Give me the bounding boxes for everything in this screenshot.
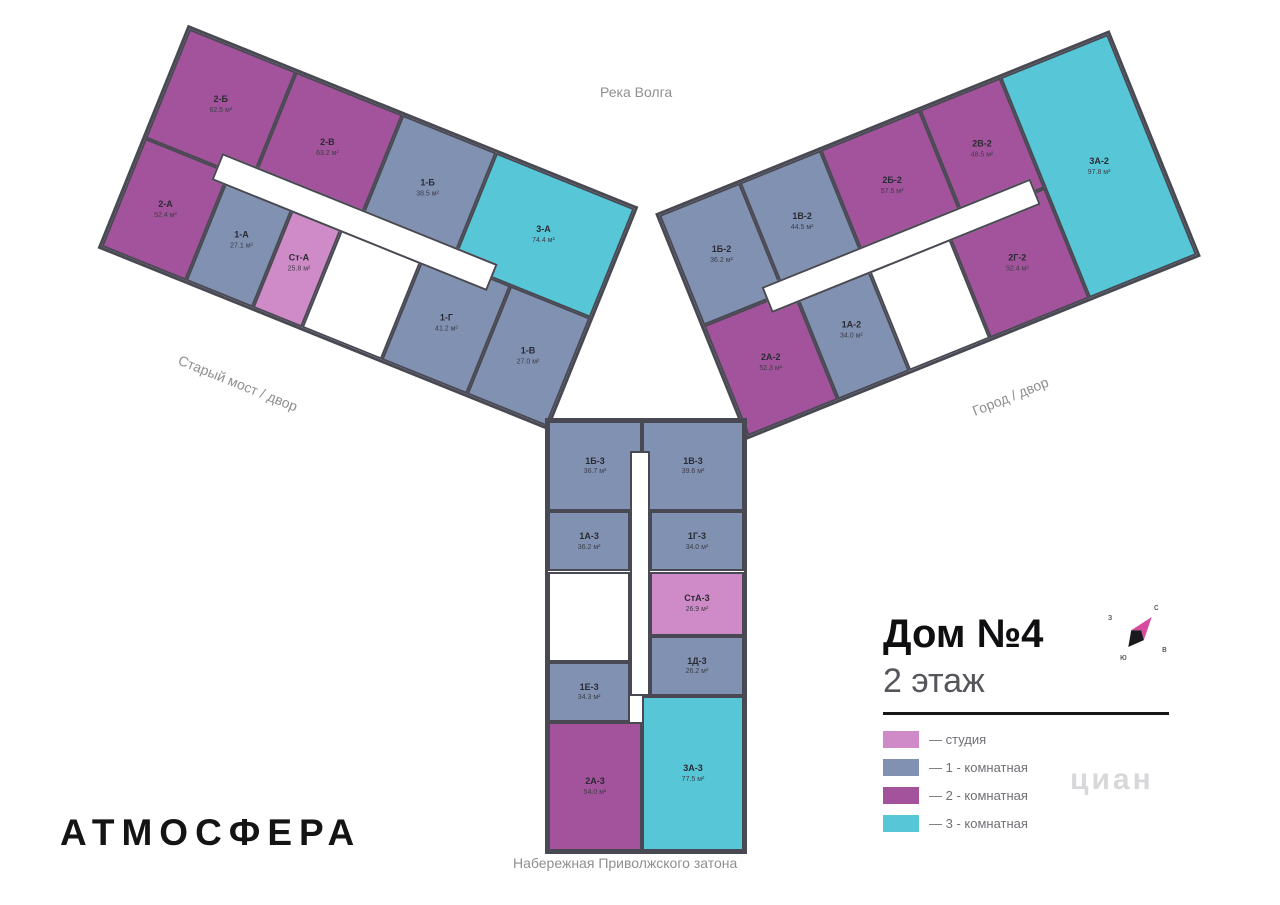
apartment-1А-3[interactable]: 1А-3 36.2 м² (548, 511, 631, 572)
apartment-id: 1А-2 (841, 319, 862, 330)
apartment-id: 1Д-3 (687, 655, 707, 666)
apartment-id: 2-Б (213, 94, 229, 105)
apartment-id: 1-В (521, 345, 536, 356)
apartment-id: 2Б-2 (882, 174, 902, 185)
apartment-id: 1-Б (420, 177, 436, 188)
building-bottom-wing: 1Б-3 36.7 м² 1В-3 39.6 м² 1А-3 36.2 м² 1Г-3 34.… (545, 418, 747, 854)
compass: с в ю з (1108, 600, 1172, 664)
label-embankment: Набережная Приволжского затона (513, 855, 738, 871)
apartment-id: 2А-2 (761, 352, 781, 363)
legend-item-k3: — 3 - комнатная (883, 815, 1028, 832)
apartment-area: 44.5 м² (791, 223, 814, 231)
legend-label: — 1 - комнатная (929, 760, 1028, 775)
apartment-area: 26.2 м² (685, 668, 709, 676)
apartment-area: 25.8 м² (287, 265, 311, 273)
apartment-id: 1-А (234, 229, 249, 240)
apartment-1Б-3[interactable]: 1Б-3 36.7 м² (548, 421, 643, 512)
apartment-area: 52.4 м² (1006, 265, 1029, 273)
apartment-area: 36.7 м² (583, 468, 607, 476)
legend-swatch-studio (883, 731, 919, 748)
apartment-1В-3[interactable]: 1В-3 39.6 м² (642, 421, 744, 512)
apartment-area: 62.5 м² (209, 106, 233, 114)
apartment-1Е-3[interactable]: 1Е-3 34.3 м² (548, 661, 631, 722)
legend-label: — студия (929, 732, 987, 747)
apartment-area: 97.8 м² (1087, 168, 1110, 176)
apartment-area: 36.2 м² (577, 543, 601, 551)
apartment-id: 1Г-3 (687, 531, 706, 541)
apartment-id: 1А-3 (579, 531, 599, 541)
apartment-id: СтА-3 (684, 593, 710, 604)
apartment-area: 34.0 м² (840, 332, 863, 340)
apartment-area: 27.1 м² (230, 242, 253, 250)
apartment-id: 3-А (536, 224, 551, 235)
legend-label: — 2 - комнатная (929, 788, 1028, 803)
apartment-area: 36.2 м² (710, 256, 734, 264)
apartment-id: 3А-3 (683, 763, 703, 774)
core (548, 571, 631, 662)
apartment-area: 63.2 м² (316, 150, 340, 158)
apartment-area: 38.5 м² (416, 190, 440, 198)
label-city: Город / двор (970, 373, 1051, 419)
apartment-area: 34.0 м² (685, 543, 709, 551)
apartment-area: 52.3 м² (759, 364, 783, 372)
apartment-id: 2А-3 (585, 776, 605, 787)
apartment-area: 52.4 м² (154, 211, 178, 219)
legend-swatch-k1 (883, 759, 919, 776)
divider (883, 712, 1169, 715)
developer-logo: АТМОСФЕРА (60, 812, 362, 853)
apartment-area: 54.0 м² (583, 788, 607, 796)
compass-west-label: з (1108, 612, 1113, 622)
apartment-id: 1В-2 (792, 211, 813, 222)
corridor (630, 451, 650, 697)
apartment-id: 2-А (158, 198, 173, 209)
label-old-bridge: Старый мост / двор (176, 352, 300, 415)
legend-label: — 3 - комнатная (929, 816, 1028, 831)
compass-north-label: с (1154, 602, 1159, 612)
apartment-area: 48.5 м² (970, 151, 994, 159)
legend-swatch-k2 (883, 787, 919, 804)
apartment-id: 2В-2 (972, 138, 992, 149)
apartment-id: 1-Г (439, 312, 453, 323)
apartment-area: 34.3 м² (577, 694, 601, 702)
legend-item-k2: — 2 - комнатная (883, 787, 1028, 804)
apartment-СтА-3[interactable]: СтА-3 26.9 м² (649, 571, 744, 636)
apartment-id: Ст-А (289, 252, 310, 263)
apartment-id: 3А-2 (1088, 155, 1109, 166)
apartment-id: 1Е-3 (579, 681, 599, 692)
legend-item-studio: — студия (883, 731, 1028, 748)
apartment-area: 41.2 м² (434, 324, 458, 332)
apartment-id: 1В-3 (683, 455, 703, 466)
apartment-area: 26.9 м² (685, 606, 709, 614)
legend-item-k1: — 1 - комнатная (883, 759, 1028, 776)
apartment-id: 1Б-2 (711, 243, 732, 254)
apartment-area: 27.0 м² (517, 357, 540, 365)
apartment-1Г-3[interactable]: 1Г-3 34.0 м² (649, 511, 744, 572)
compass-south-label: ю (1120, 652, 1127, 662)
legend: — студия — 1 - комнатная — 2 - комнатная — … (883, 731, 1028, 843)
apartment-id: 2-В (320, 137, 335, 148)
apartment-id: 2Г-2 (1008, 252, 1027, 263)
apartment-id: 1Б-3 (585, 455, 605, 466)
apartment-area: 74.4 м² (532, 237, 555, 245)
apartment-1Д-3[interactable]: 1Д-3 26.2 м² (649, 636, 744, 697)
page-title: Дом №4 (883, 612, 1044, 656)
apartment-area: 77.5 м² (681, 775, 705, 783)
compass-needle-icon (1128, 617, 1152, 647)
cian-watermark: циан (1070, 763, 1154, 796)
apartment-area: 39.6 м² (681, 468, 705, 476)
legend-swatch-k3 (883, 815, 919, 832)
label-river: Река Волга (600, 84, 673, 100)
floor-number: 2 этаж (883, 662, 985, 700)
compass-east-label: в (1162, 644, 1167, 654)
apartment-area: 57.5 м² (880, 187, 904, 195)
